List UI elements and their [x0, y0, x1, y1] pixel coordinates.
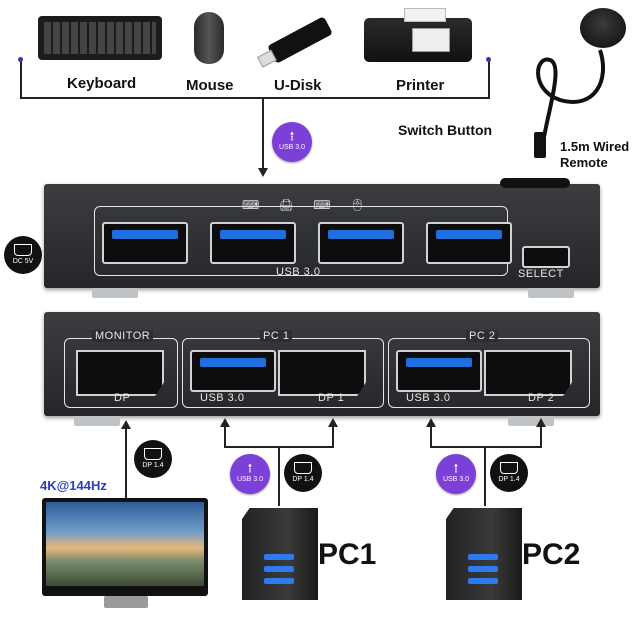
- remote-plug: [534, 132, 546, 158]
- dp-badge-pc1: DP 1.4: [284, 454, 322, 492]
- usb-badge-text: USB 3.0: [278, 144, 306, 151]
- peripheral-arrow: [258, 168, 268, 177]
- remote-label-1: 1.5m Wired: [560, 139, 630, 154]
- usb-badge-top: ⭫ USB 3.0: [272, 122, 312, 162]
- pc1-usb-port[interactable]: [190, 350, 276, 392]
- monitor-dp-label: DP: [114, 392, 131, 404]
- pc2-tower-image: [446, 508, 522, 600]
- mouse-image: [194, 12, 224, 64]
- top-foot-left: [92, 288, 138, 298]
- usb-port-4[interactable]: [426, 222, 512, 264]
- monitor-arrow: [121, 420, 131, 429]
- bracket-dot-left: [18, 57, 23, 62]
- dp-badge-text: DP 1.4: [292, 476, 314, 483]
- peripheral-bracket-bottom: [20, 97, 490, 99]
- pc1-drop-line: [278, 446, 280, 506]
- usb-icon: ⭫: [247, 460, 253, 476]
- mouse-label: Mouse: [186, 77, 234, 94]
- pc1-arrow-dp: [328, 418, 338, 427]
- udisk-image: [257, 16, 333, 68]
- kvm-bottom-panel: MONITOR DP PC 1 USB 3.0 DP 1 PC 2 USB 3.…: [44, 312, 600, 416]
- top-foot-right: [528, 288, 574, 298]
- dc-badge: DC 5V: [4, 236, 42, 274]
- switch-button[interactable]: [500, 178, 570, 188]
- monitor-label: MONITOR: [92, 330, 154, 342]
- peripheral-bracket-right: [488, 60, 490, 98]
- monitor-line: [125, 428, 127, 498]
- pc1-dp-port[interactable]: [278, 350, 366, 396]
- resolution-label: 4K@144Hz: [40, 478, 107, 493]
- pc1-group-label: PC 1: [260, 330, 293, 342]
- pc1-arrow-usb: [220, 418, 230, 427]
- dp-icon: [294, 462, 312, 474]
- pc2-usb-label: USB 3.0: [406, 392, 451, 404]
- pc1-dp-label: DP 1: [318, 392, 345, 404]
- printer-label: Printer: [396, 77, 445, 94]
- bottom-foot-right: [508, 416, 554, 426]
- printer-image: [364, 8, 472, 62]
- dc-badge-text: DC 5V: [12, 258, 34, 265]
- pc2-usb-port[interactable]: [396, 350, 482, 392]
- monitor-image: [42, 498, 208, 596]
- usb-icon: ⭫: [289, 128, 295, 144]
- dp-badge-text: DP 1.4: [142, 462, 164, 469]
- dp-badge-monitor: DP 1.4: [134, 440, 172, 478]
- dp-badge-pc2: DP 1.4: [490, 454, 528, 492]
- pc2-dp-port[interactable]: [484, 350, 572, 396]
- dp-icon: [500, 462, 518, 474]
- kvm-top-panel: ⌨ 🖨 ⌨ 🖱 USB 3.0 SELECT: [44, 178, 600, 288]
- pc1-tower-image: [242, 508, 318, 600]
- pc2-group-label: PC 2: [466, 330, 499, 342]
- pc1-bracket-left: [224, 426, 226, 447]
- monitor-dp-port[interactable]: [76, 350, 164, 396]
- usb-port-2[interactable]: [210, 222, 296, 264]
- usb-port-1[interactable]: [102, 222, 188, 264]
- pc2-arrow-dp: [536, 418, 546, 427]
- usb-port-3[interactable]: [318, 222, 404, 264]
- keyboard-label: Keyboard: [67, 75, 137, 92]
- dp-badge-text: DP 1.4: [498, 476, 520, 483]
- bottom-foot-left: [74, 416, 120, 426]
- usb-icon: ⭫: [453, 460, 459, 476]
- switch-button-label: Switch Button: [398, 122, 493, 138]
- bracket-dot-right: [486, 57, 491, 62]
- peripheral-drop-line: [262, 98, 264, 170]
- remote-cable: [536, 49, 606, 151]
- keyboard-image: [38, 16, 162, 60]
- top-icon-row: ⌨ 🖨 ⌨ 🖱: [242, 198, 374, 212]
- pc2-label: PC2: [522, 538, 581, 571]
- udisk-label: U-Disk: [274, 77, 322, 94]
- pc1-label: PC1: [318, 538, 377, 571]
- peripheral-bracket-left: [20, 60, 22, 98]
- pc2-bracket-left: [430, 426, 432, 447]
- dp-icon: [144, 448, 162, 460]
- usb-badge-text: USB 3.0: [236, 476, 264, 483]
- usb-badge-text: USB 3.0: [442, 476, 470, 483]
- pc1-usb-label: USB 3.0: [200, 392, 245, 404]
- pc2-arrow-usb: [426, 418, 436, 427]
- wired-remote-image: [580, 8, 626, 48]
- pc1-bracket-right: [332, 426, 334, 447]
- usb-badge-pc2: ⭫ USB 3.0: [436, 454, 476, 494]
- pc2-dp-label: DP 2: [528, 392, 555, 404]
- usb-badge-pc1: ⭫ USB 3.0: [230, 454, 270, 494]
- dc-port[interactable]: [522, 246, 570, 268]
- pc2-drop-line: [484, 446, 486, 506]
- monitor-stand: [104, 596, 148, 608]
- dc-icon: [14, 244, 32, 256]
- pc2-bracket-right: [540, 426, 542, 447]
- usb-panel-label: USB 3.0: [276, 266, 321, 278]
- pc2-bracket-bottom: [430, 446, 542, 448]
- select-label: SELECT: [518, 268, 564, 280]
- remote-label-2: Remote: [560, 155, 608, 170]
